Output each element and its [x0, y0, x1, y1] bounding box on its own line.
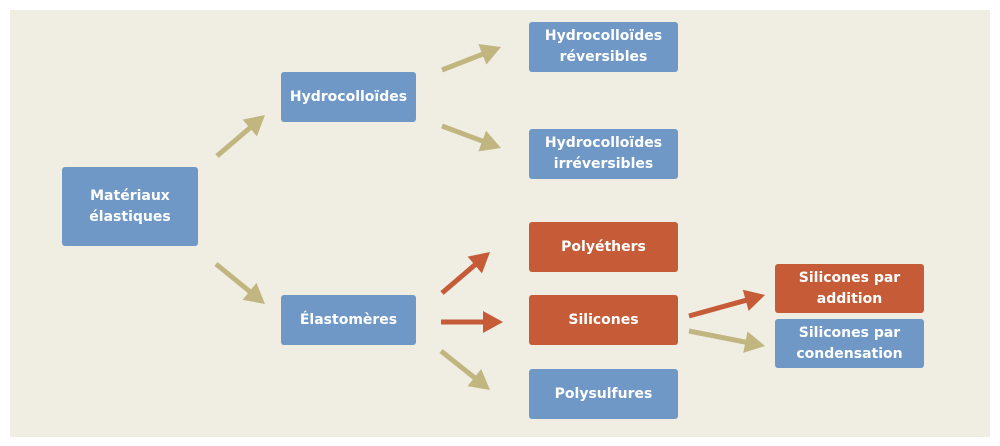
node-label: Hydrocolloïdes: [289, 88, 408, 105]
node-label-line1: Silicones par: [798, 324, 901, 341]
node-label-line2: addition: [816, 290, 883, 307]
node-hydrocolloides-irreversibles: Hydrocolloïdes irréversibles: [529, 129, 678, 179]
node-label: Élastomères: [299, 311, 398, 328]
node-label-line1: Matériaux: [90, 187, 170, 204]
node-hydrocolloides: Hydrocolloïdes: [281, 72, 416, 122]
node-label: Polysulfures: [554, 385, 653, 402]
node-hydrocolloides-reversibles: Hydrocolloïdes réversibles: [529, 22, 678, 72]
node-label-line1: Hydrocolloïdes: [544, 135, 663, 151]
node-label-line2: irréversibles: [553, 156, 654, 172]
node-label-line1: Hydrocolloïdes: [544, 28, 663, 44]
node-polysulfures: Polysulfures: [529, 369, 678, 419]
node-silicones-par-condensation: Silicones par condensation: [775, 319, 924, 368]
node-label-line1: Silicones par: [798, 269, 901, 286]
node-label: Silicones: [568, 311, 639, 328]
node-label-line2: réversibles: [559, 49, 648, 65]
node-label: Polyéthers: [561, 238, 646, 255]
node-polyethers: Polyéthers: [529, 222, 678, 272]
node-elastomeres: Élastomères: [281, 295, 416, 345]
node-silicones: Silicones: [529, 295, 678, 345]
node-label-line2: élastiques: [89, 208, 171, 225]
node-silicones-par-addition: Silicones par addition: [775, 264, 924, 313]
node-materiaux-elastiques: Matériaux élastiques: [62, 167, 198, 246]
node-label-line2: condensation: [796, 345, 903, 362]
